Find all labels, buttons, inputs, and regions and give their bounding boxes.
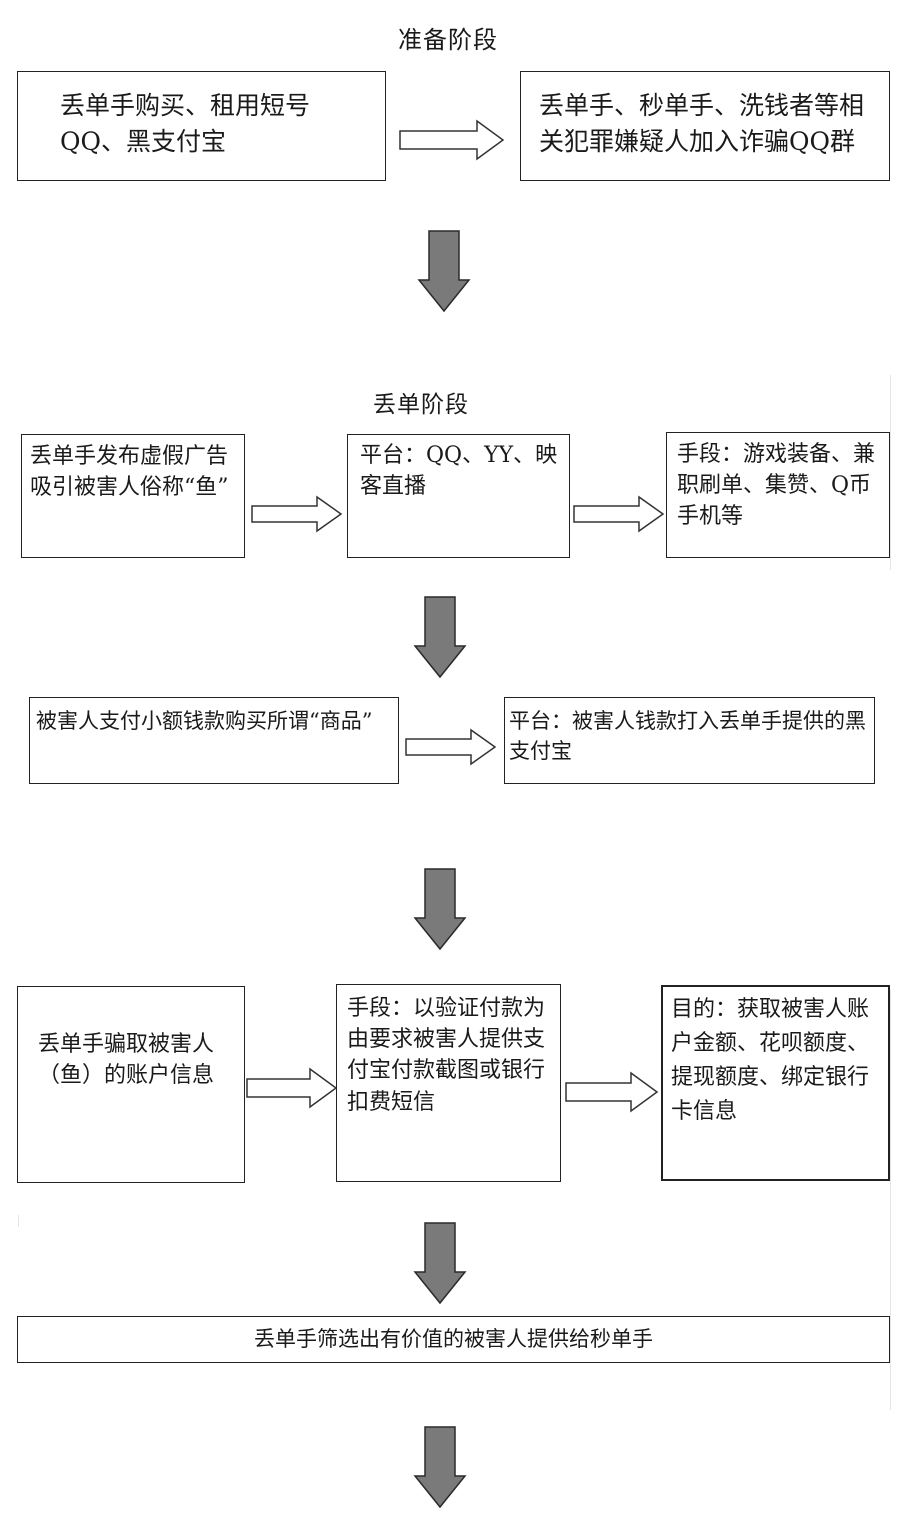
- box-money-to-alipay: 平台：被害人钱款打入丢单手提供的黑支付宝: [504, 697, 875, 784]
- box-buy-accounts: 丢单手购买、租用短号QQ、黑支付宝: [17, 71, 386, 181]
- box-filter-victims: 丢单手筛选出有价值的被害人提供给秒单手: [17, 1316, 890, 1363]
- box-purpose-info: 目的：获取被害人账户金额、花呗额度、提现额度、绑定银行卡信息: [661, 985, 890, 1181]
- right-arrow-icon: [251, 495, 343, 533]
- box-fake-ad: 丢单手发布虚假广告吸引被害人俗称“鱼”: [21, 434, 245, 558]
- down-arrow-icon: [413, 1222, 467, 1305]
- down-arrow-icon: [413, 868, 467, 951]
- stage-title-drop-order: 丢单阶段: [373, 392, 469, 418]
- stage-title-preparation: 准备阶段: [398, 26, 498, 54]
- box-steal-account-info: 丢单手骗取被害人（鱼）的账户信息: [17, 986, 245, 1183]
- edge-line: [18, 1215, 19, 1227]
- right-arrow-icon: [246, 1067, 338, 1109]
- right-arrow-icon: [405, 728, 497, 766]
- right-arrow-icon: [573, 495, 665, 533]
- edge-line: [890, 990, 891, 1410]
- box-method-games: 手段：游戏装备、兼职刷单、集赞、Q币手机等: [666, 432, 890, 558]
- down-arrow-icon: [413, 1426, 467, 1509]
- box-verify-payment: 手段：以验证付款为由要求被害人提供支付宝付款截图或银行扣费短信: [336, 984, 561, 1182]
- edge-line: [890, 375, 891, 570]
- box-join-group: 丢单手、秒单手、洗钱者等相关犯罪嫌疑人加入诈骗QQ群: [520, 71, 890, 181]
- right-arrow-icon: [399, 119, 505, 161]
- right-arrow-icon: [565, 1071, 659, 1113]
- down-arrow-icon: [413, 596, 467, 679]
- box-platform-live: 平台：QQ、YY、映客直播: [347, 434, 570, 558]
- box-victim-pays: 被害人支付小额钱款购买所谓“商品”: [29, 697, 399, 784]
- down-arrow-icon: [417, 230, 471, 313]
